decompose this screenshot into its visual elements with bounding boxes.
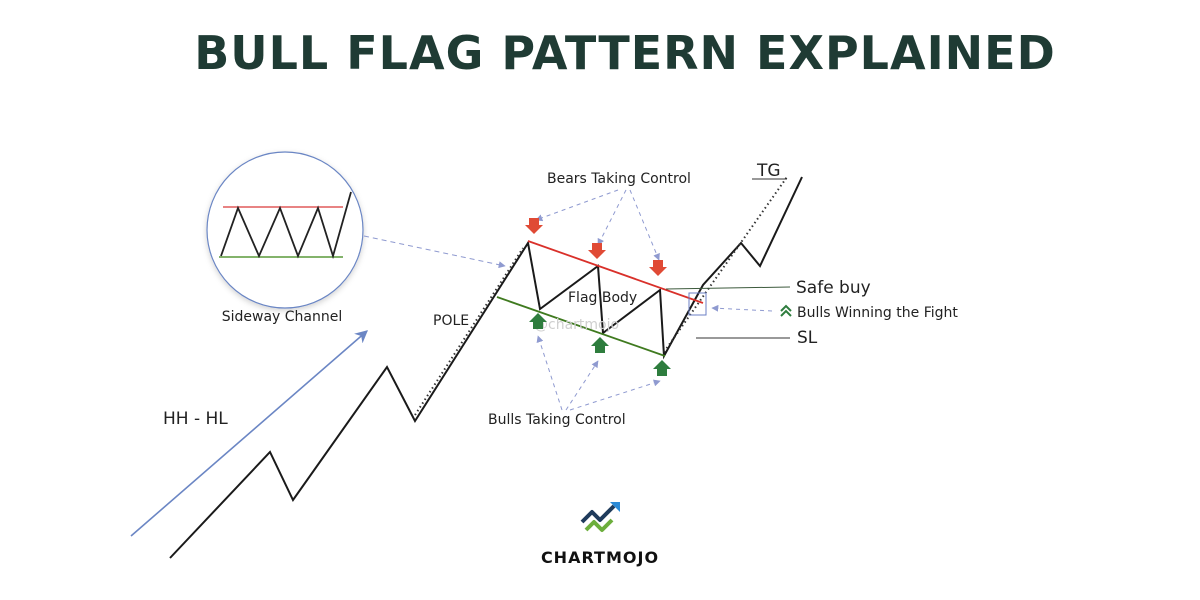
- target-projection-line: [663, 176, 788, 353]
- down-arrow-icon: [525, 218, 543, 234]
- support-line: [496, 296, 666, 357]
- sideway-channel-inset: [206, 151, 364, 309]
- breakout-box: [688, 292, 707, 316]
- flag-body-label: Flag Body: [568, 290, 637, 306]
- pole-label: POLE: [433, 313, 469, 329]
- safe-buy-line: [665, 286, 791, 290]
- brand-name: CHARTMOJO: [541, 548, 659, 567]
- bulls-winning-pointer: [711, 304, 773, 312]
- bears-pointer-arrows: [535, 189, 660, 261]
- bulls-winning-label: Bulls Winning the Fight: [797, 305, 958, 321]
- pole-dotted-line: [414, 247, 524, 416]
- chart-trend-logo-icon: [580, 502, 620, 532]
- bears-taking-control-label: Bears Taking Control: [547, 171, 691, 187]
- bulls-pointer-arrows: [536, 335, 661, 411]
- hh-hl-label: HH - HL: [163, 409, 228, 429]
- up-arrow-icon: [529, 313, 547, 329]
- up-arrow-icon: [591, 337, 609, 353]
- up-arrow-icon: [653, 360, 671, 376]
- down-arrow-icon: [649, 260, 667, 276]
- channel-pointer-arrow: [363, 235, 506, 269]
- tg-label: TG: [756, 161, 781, 181]
- trend-arrow: [130, 330, 368, 537]
- bulls-taking-control-label: Bulls Taking Control: [488, 412, 626, 428]
- sideway-channel-label: Sideway Channel: [222, 309, 343, 325]
- sl-label: SL: [797, 328, 818, 348]
- resistance-line: [527, 240, 704, 304]
- safe-buy-label: Safe buy: [796, 278, 871, 298]
- double-chevron-up-icon: [780, 304, 792, 317]
- down-arrow-icon: [588, 243, 606, 259]
- watermark: @chartmojo: [534, 317, 619, 333]
- page-title: BULL FLAG PATTERN EXPLAINED: [194, 26, 1056, 80]
